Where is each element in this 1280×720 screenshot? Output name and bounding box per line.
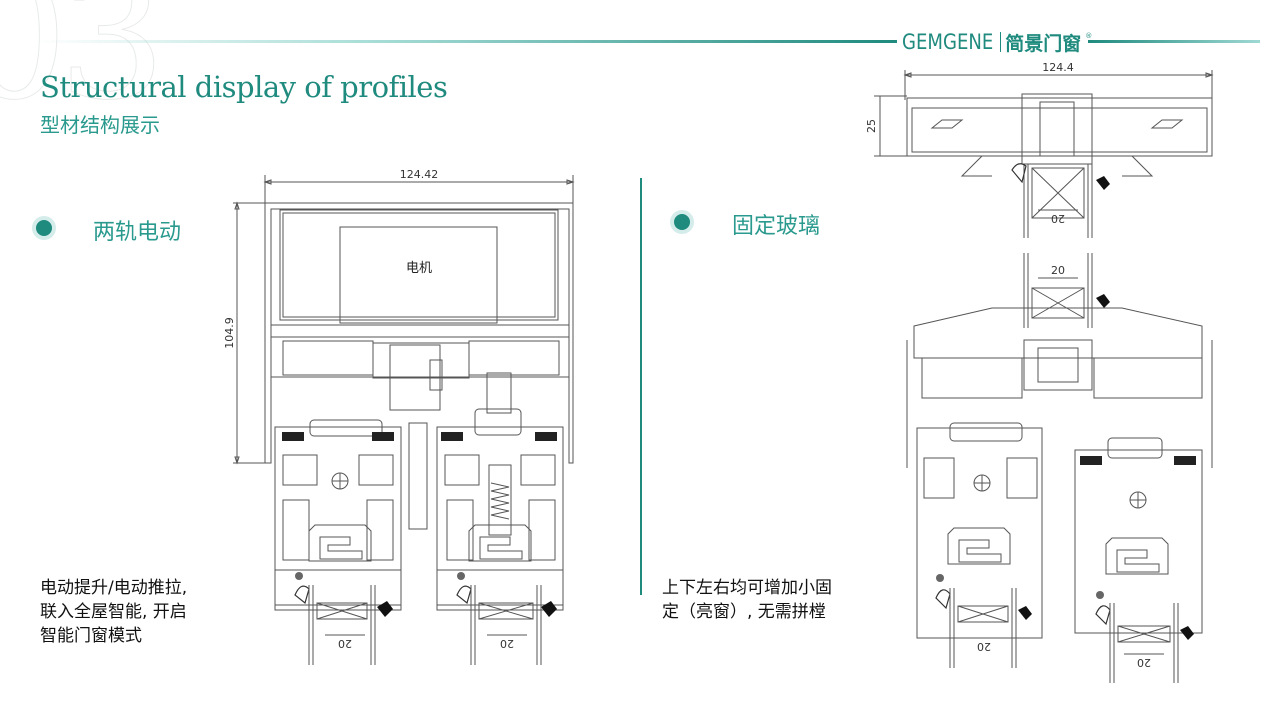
- background-section-number: 03: [0, 0, 167, 139]
- section-description-fixed-glass: 上下左右均可增加小固 定（亮窗）, 无需拼樘: [662, 576, 832, 624]
- profile-drawing-electric: 124.42 104.9 电机 20: [223, 168, 575, 665]
- description-line: 定（亮窗）, 无需拼樘: [662, 602, 826, 622]
- brand-logo: GEMGENE 简景门窗 ®: [902, 30, 1093, 55]
- page-subtitle: 型材结构展示: [40, 113, 160, 137]
- registered-mark: ®: [1085, 32, 1093, 40]
- bullet-icon: [32, 216, 56, 240]
- header-rule-right: [1088, 40, 1260, 43]
- profile-drawing-fixed-glass: 124.4 25 20 20 20: [865, 61, 1214, 683]
- section-heading-fixed-glass: 固定玻璃: [732, 214, 821, 239]
- glass-dimension: 20: [500, 637, 514, 650]
- motor-label: 电机: [406, 261, 432, 276]
- header-rule-left: [35, 40, 897, 43]
- glass-dimension: 20: [977, 640, 991, 653]
- description-line: 联入全屋智能, 开启: [40, 602, 187, 622]
- page-title: Structural display of profiles: [40, 70, 448, 104]
- glass-dimension: 20: [338, 637, 352, 650]
- glass-dimension: 20: [1137, 656, 1151, 669]
- height-dimension: 104.9: [223, 317, 236, 349]
- description-line: 上下左右均可增加小固: [662, 578, 832, 598]
- height-dimension: 25: [865, 119, 878, 133]
- section-divider: [640, 178, 642, 595]
- bullet-icon: [670, 210, 694, 234]
- brand-separator: [1000, 32, 1002, 52]
- brand-name-en: GEMGENE: [902, 30, 994, 54]
- glass-dimension: 20: [1051, 264, 1065, 277]
- brand-name-cn: 简景门窗: [1005, 32, 1082, 55]
- width-dimension: 124.4: [1042, 61, 1074, 74]
- section-description-electric: 电动提升/电动推拉, 联入全屋智能, 开启 智能门窗模式: [40, 576, 187, 648]
- section-heading-electric: 两轨电动: [93, 220, 182, 245]
- width-dimension: 124.42: [400, 168, 439, 181]
- description-line: 电动提升/电动推拉,: [40, 578, 188, 598]
- description-line: 智能门窗模式: [40, 626, 142, 646]
- glass-dimension: 20: [1051, 212, 1065, 225]
